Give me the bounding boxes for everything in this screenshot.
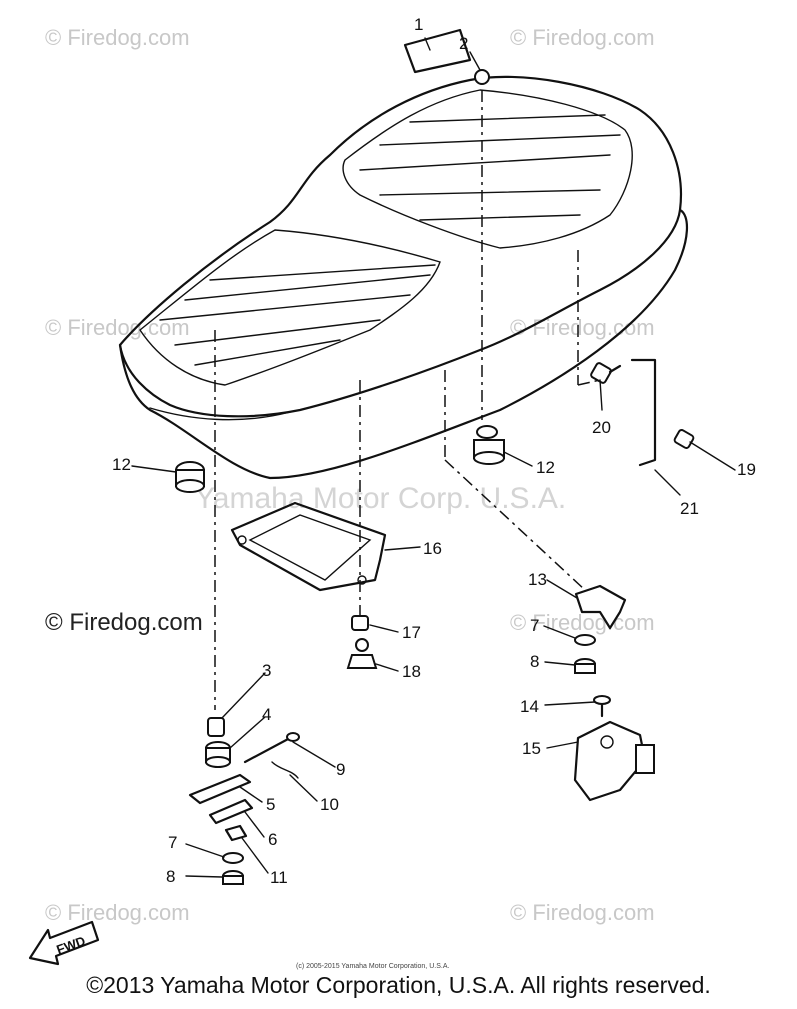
callout-11: 11 (270, 868, 288, 887)
cable-end-20 (590, 362, 622, 384)
bracket-5 (188, 773, 252, 805)
rubber-damper-right (473, 425, 505, 465)
nut-8-left (222, 870, 244, 885)
callout-5: 5 (266, 795, 275, 814)
callout-13: 13 (528, 570, 547, 589)
callout-3: 3 (262, 661, 271, 680)
pin-9 (243, 732, 300, 764)
callout-19: 19 (737, 460, 756, 479)
hook-13 (574, 584, 627, 630)
manufacturer-watermark: Yamaha Motor Corp. U.S.A. (195, 482, 566, 515)
callout-14: 14 (520, 697, 539, 716)
seat (118, 28, 689, 480)
callout-8: 8 (166, 867, 175, 886)
clip-10 (271, 761, 299, 779)
cable-21 (630, 358, 657, 467)
callout-7-right: 7 (530, 616, 539, 635)
small-copyright: (c) 2005-2015 Yamaha Motor Corporation, … (296, 963, 449, 970)
nut-8-right (574, 658, 596, 674)
bushing-11 (224, 824, 248, 842)
rubber-damper-left (175, 461, 205, 493)
callout-15: 15 (522, 739, 541, 758)
callout-4: 4 (262, 705, 271, 724)
callout-7: 7 (168, 833, 177, 852)
seat-tray (230, 501, 387, 592)
callout-20: 20 (592, 418, 611, 437)
callout-18: 18 (402, 662, 421, 681)
collar-3 (207, 717, 225, 737)
screw-14 (593, 695, 611, 718)
callout-21: 21 (680, 499, 699, 518)
leader-lines (131, 37, 736, 878)
collar-17 (351, 615, 369, 631)
lock-assembly-15 (573, 720, 655, 802)
washer-7-right (574, 634, 596, 646)
callout-6: 6 (268, 830, 277, 849)
copyright-notice: ©2013 Yamaha Motor Corporation, U.S.A. A… (86, 972, 711, 998)
callout-17: 17 (402, 623, 421, 642)
plate-6 (208, 798, 254, 825)
callout-10: 10 (320, 795, 339, 814)
callout-16: 16 (423, 539, 442, 558)
fwd-label: FWD (54, 933, 87, 957)
callout-9: 9 (336, 760, 345, 779)
watermark: © Firedog.com (510, 610, 655, 635)
callout-8-right: 8 (530, 652, 539, 671)
assembly-lines (214, 90, 601, 710)
callout-2: 2 (459, 34, 468, 53)
callout-12-left: 12 (112, 455, 131, 474)
cable-end-19 (673, 429, 695, 449)
watermark: © Firedog.com (45, 25, 190, 50)
watermark: © Firedog.com (45, 900, 190, 925)
washer-7-left (222, 852, 244, 864)
forward-arrow-icon: FWD (28, 920, 100, 966)
watermark: © Firedog.com (510, 315, 655, 340)
watermark: © Firedog.com (510, 900, 655, 925)
bolt-18 (346, 638, 378, 669)
watermark-large: © Firedog.com (45, 609, 203, 636)
watermark: © Firedog.com (510, 25, 655, 50)
callout-1: 1 (414, 15, 423, 34)
damper-4 (205, 741, 231, 768)
callout-12-right: 12 (536, 458, 555, 477)
